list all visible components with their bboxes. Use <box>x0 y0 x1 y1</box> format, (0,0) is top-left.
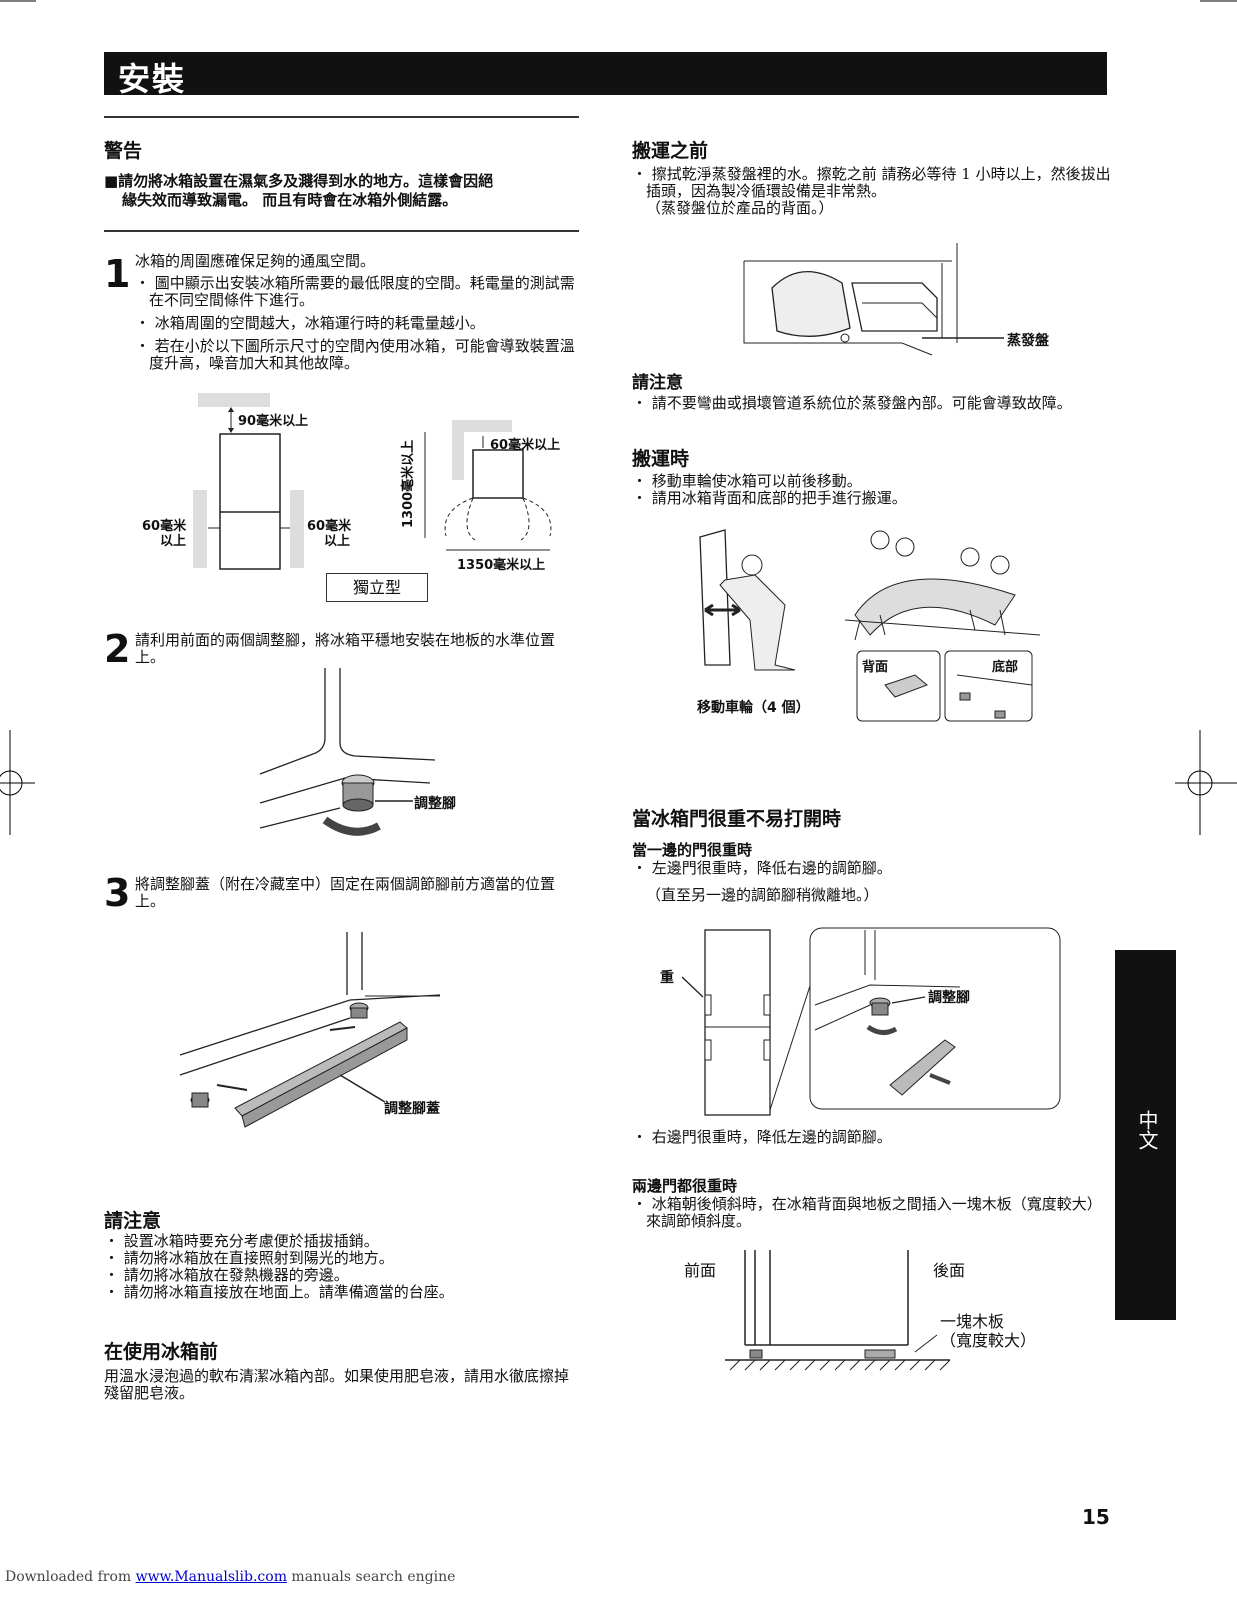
clearance-diagram <box>193 393 552 570</box>
list-item: ・ 請勿將冰箱放在直接照射到陽光的地方。 <box>104 1249 394 1267</box>
board-label: 一塊木板 <box>940 1312 1005 1331</box>
list-item: ・ 請勿將冰箱放在發熱機器的旁邊。 <box>104 1266 349 1284</box>
moving-illustration <box>699 529 1041 722</box>
one-door-heavy-text: ・ 左邊門很重時，降低右邊的調節腳。 （直至另一邊的調節腳稍微離地。） <box>632 859 892 904</box>
section-title-bar: 安裝 <box>104 52 1107 98</box>
heavy-door-illustration <box>681 927 1061 1116</box>
right-clearance-label-2: 以上 <box>324 534 351 549</box>
height-label: 1300毫米以上 <box>401 439 416 528</box>
caution2-text: ・ 請不要彎曲或損壞管道系統位於蒸發盤內部。可能會導致故障。 <box>632 394 1072 412</box>
moving-text: ・ 移動車輪使冰箱可以前後移動。 ・ 請用冰箱背面和底部的把手進行搬運。 <box>632 472 907 507</box>
bottom-label: 底部 <box>992 660 1019 675</box>
before-use-text: 用溫水浸泡過的軟布清潔冰箱內部。如果使用肥皂液，請用水徹底擦掉殘留肥皂液。 <box>104 1367 570 1402</box>
warning-text: ■請勿將冰箱設置在濕氣多及濺得到水的地方。這樣會因絕 緣失效而導致漏電。 而且有… <box>104 172 494 209</box>
warning-heading: 警告 <box>104 140 143 162</box>
footer: Downloaded from www.Manualslib.com manua… <box>5 1569 456 1585</box>
both-doors-heavy-heading: 兩邊門都很重時 <box>632 1177 738 1195</box>
foot-cover-illustration <box>179 932 441 1128</box>
right-clearance-label: 60毫米 <box>307 519 352 534</box>
heavy-door-heading: 當冰箱門很重不易打開時 <box>632 808 842 830</box>
list-item: ・ 設置冰箱時要充分考慮便於插拔插銷。 <box>104 1232 379 1250</box>
left-clearance-label-2: 以上 <box>160 534 187 549</box>
adjust-foot-label-2: 調整腳 <box>928 990 970 1006</box>
caution-heading: 請注意 <box>104 1210 162 1232</box>
back-label: 背面 <box>862 660 889 675</box>
step-3-text: 將調整腳蓋（附在冷藏室中）固定在兩個調節腳前方適當的位置上。 <box>135 875 556 910</box>
front-label: 前面 <box>684 1261 717 1280</box>
heavy-label: 重 <box>660 970 674 986</box>
step-2-text: 請利用前面的兩個調整腳，將冰箱平穩地安裝在地板的水準位置上。 <box>135 631 556 666</box>
page-number: 15 <box>1082 1505 1110 1529</box>
top-clearance-label: 90毫米以上 <box>238 414 309 429</box>
width-label: 1350毫米以上 <box>457 558 546 573</box>
evaporating-pan-illustration <box>743 243 1004 356</box>
tilt-illustration <box>725 1250 951 1371</box>
left-clearance-label: 60毫米 <box>142 519 187 534</box>
top-clearance-label-2: 60毫米以上 <box>490 438 561 453</box>
step-2-number: 2 <box>104 627 131 671</box>
rear-label: 後面 <box>933 1261 966 1280</box>
language-tab: 中文 <box>1115 950 1176 1320</box>
right-door-heavy-text: ・ 右邊門很重時，降低左邊的調節腳。 <box>632 1128 892 1146</box>
board-label-2: （寬度較大） <box>940 1331 1037 1350</box>
before-move-heading: 搬運之前 <box>632 140 709 162</box>
caution2-heading: 請注意 <box>632 373 683 393</box>
one-door-heavy-heading: 當一邊的門很重時 <box>632 841 753 859</box>
adjusting-foot-label: 調整腳 <box>414 796 456 812</box>
freestanding-caption: 獨立型 <box>326 573 428 602</box>
step-3-number: 3 <box>104 871 131 915</box>
adjusting-foot-illustration <box>259 668 436 836</box>
both-doors-heavy-text: ・ 冰箱朝後傾斜時，在冰箱背面與地板之間插入一塊木板（寬度較大）來調節傾斜度。 <box>632 1195 1102 1230</box>
caution-list: ・ 設置冰箱時要充分考慮便於插拔插銷。 ・ 請勿將冰箱放在直接照射到陽光的地方。… <box>104 1233 574 1301</box>
foot-cover-label: 調整腳蓋 <box>384 1101 440 1117</box>
step-1-number: 1 <box>104 252 131 296</box>
step-1-text: 冰箱的周圍應確保足夠的通風空間。 ・ 圖中顯示出安裝冰箱所需要的最低限度的空間。… <box>135 252 575 372</box>
before-move-text: ・ 擦拭乾淨蒸發盤裡的水。擦乾之前 請務必等待 1 小時以上，然後拔出插頭，因為… <box>632 165 1111 217</box>
moving-heading: 搬運時 <box>632 448 690 470</box>
page-title: 安裝 <box>118 60 187 98</box>
divider <box>104 230 579 232</box>
list-item: ・ 請勿將冰箱直接放在地面上。請準備適當的台座。 <box>104 1283 454 1301</box>
wheels-label: 移動車輪（4 個） <box>697 700 810 716</box>
before-use-heading: 在使用冰箱前 <box>104 1341 219 1363</box>
divider <box>104 116 579 118</box>
manualslib-link[interactable]: www.Manualslib.com <box>135 1569 287 1585</box>
language-label: 中文 <box>1135 1110 1159 1150</box>
evaporating-pan-label: 蒸發盤 <box>1007 333 1049 349</box>
